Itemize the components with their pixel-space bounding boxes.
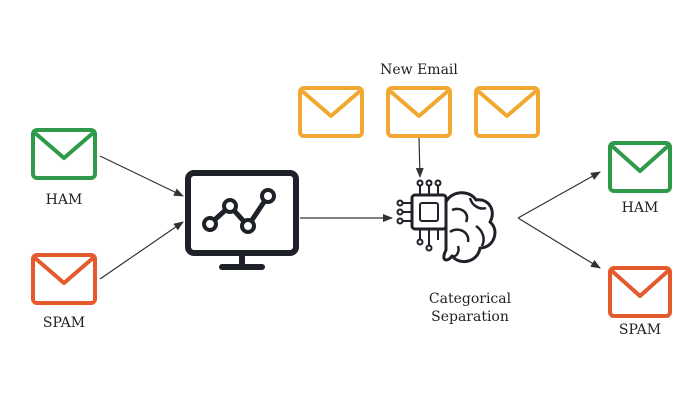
arrow-ham-to-model [99,155,184,197]
input-ham-envelope-icon [31,128,97,180]
arrow-new-email-to-classifier [415,137,424,178]
output-spam-label: SPAM [618,322,662,338]
arrow-classifier-to-ham [517,171,601,219]
categorical-separation-label: Categorical Separation [415,290,525,326]
output-ham-envelope-icon [608,141,672,193]
new-email-envelope-icon-1 [298,86,364,138]
separation-label-line-2: Separation [431,309,509,325]
new-email-envelope-icon-3 [474,86,540,138]
new-email-envelope-icon-2 [386,86,452,138]
monitor-chart-icon [185,170,299,270]
new-email-label: New Email [380,62,458,78]
input-spam-label: SPAM [42,315,86,331]
output-spam-envelope-icon [608,266,672,318]
output-ham-label: HAM [621,200,659,216]
arrow-classifier-to-spam [517,217,601,269]
ai-brain-chip-icon [396,179,497,264]
separation-label-line-1: Categorical [428,291,512,307]
arrow-spam-to-model [99,221,184,280]
input-spam-envelope-icon [31,253,97,305]
input-ham-label: HAM [45,192,83,208]
